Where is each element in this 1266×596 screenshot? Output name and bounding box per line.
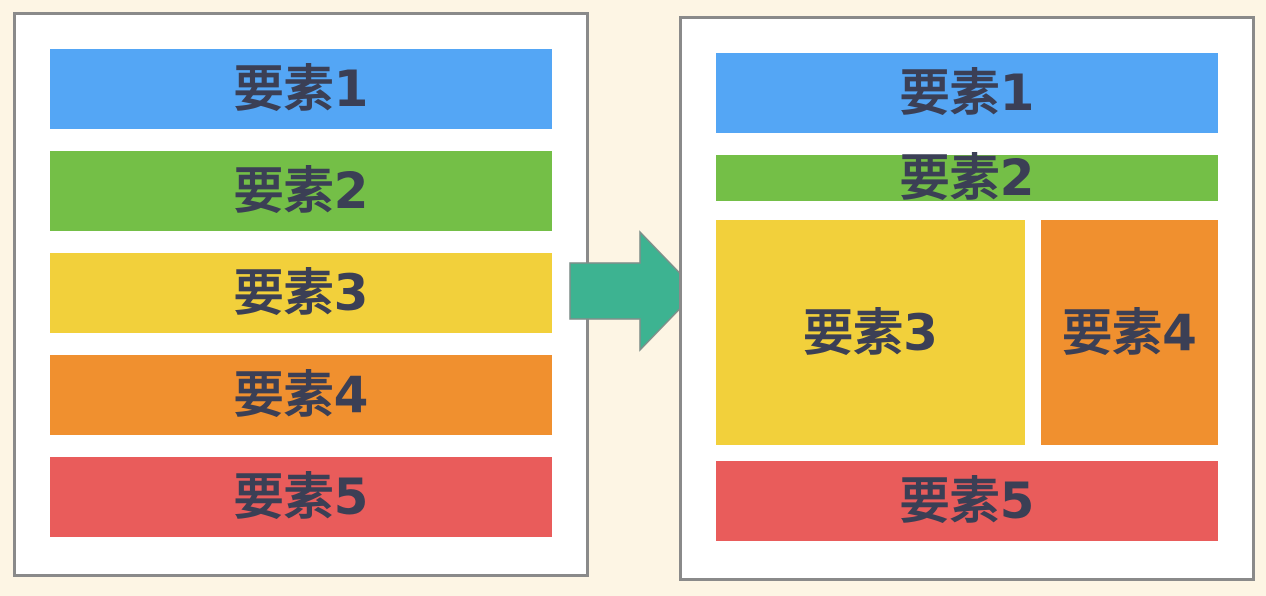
before-element-4: 要素4 — [50, 355, 552, 435]
before-element-3: 要素3 — [50, 253, 552, 333]
before-element-2: 要素2 — [50, 151, 552, 231]
before-element-5: 要素5 — [50, 457, 552, 537]
after-element-2: 要素2 — [716, 153, 1218, 203]
after-element-4: 要素4 — [1041, 220, 1218, 445]
before-layout-panel: 要素1 要素2 要素3 要素4 要素5 — [13, 12, 589, 577]
before-element-1: 要素1 — [50, 49, 552, 129]
after-element-3: 要素3 — [716, 220, 1025, 445]
after-layout-panel: 要素1 要素2 要素3 要素4 要素5 — [679, 16, 1255, 581]
arrow-shape — [569, 230, 699, 352]
after-element-1: 要素1 — [716, 53, 1218, 133]
after-element-5: 要素5 — [716, 461, 1218, 541]
right-arrow-icon — [569, 230, 699, 352]
